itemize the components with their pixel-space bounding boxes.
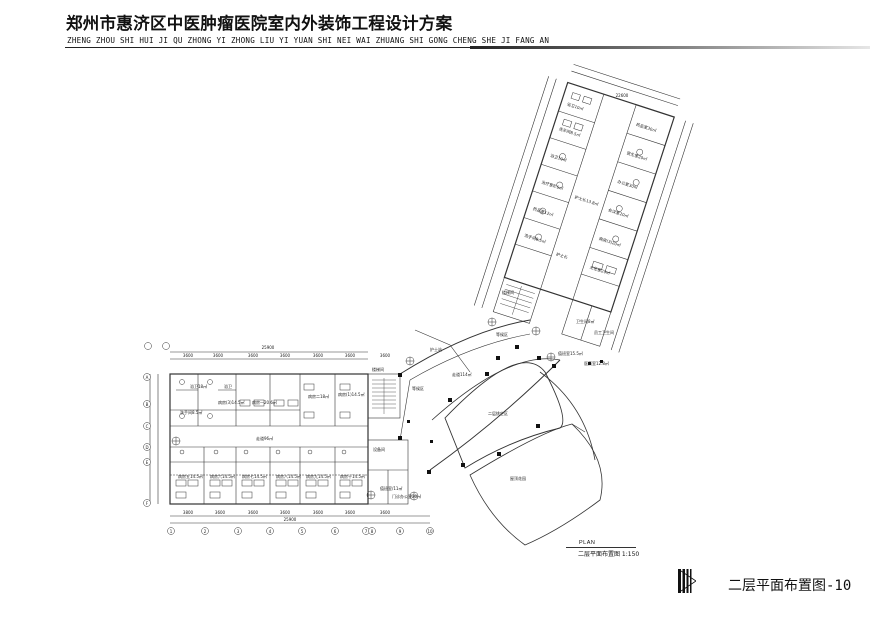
- wing-room-label: 护士长13.8㎡: [574, 193, 600, 206]
- room-toilet: 卫生间8㎡: [576, 318, 595, 324]
- document-title-pinyin: ZHENG ZHOU SHI HUI JI QU ZHONG YI ZHONG …: [67, 36, 550, 45]
- header-gradient-rule: [470, 46, 870, 49]
- ward-label: 病房十14.5㎡: [340, 473, 365, 479]
- axis-label: 5: [301, 529, 304, 534]
- wing-room-label: 洗手间8.5㎡: [524, 232, 547, 245]
- dimension-total-wing: 22600: [616, 93, 629, 98]
- room-stair-mid: 楼梯间: [372, 366, 384, 372]
- ward-label: 病房二18㎡: [308, 393, 329, 399]
- structural-columns: [398, 345, 603, 474]
- room-stair-right: 楼梯间: [502, 289, 514, 295]
- dimension-span: 3600: [213, 353, 224, 358]
- dimension-total-bottom: 25900: [284, 517, 297, 522]
- dimension-span: 3600: [345, 353, 356, 358]
- dimension-span: 3600: [280, 510, 291, 515]
- plan-caption-rule: [566, 547, 636, 548]
- ward-label: 病房七14.5㎡: [242, 473, 267, 479]
- header-rule: [65, 47, 470, 48]
- ward-label: 病房九14.5㎡: [306, 473, 331, 479]
- room-atrium: 二层挑空区: [488, 410, 508, 416]
- room-clinic: 医药室12.8㎡: [584, 360, 609, 366]
- dimension-span: 3800: [183, 510, 194, 515]
- ward-label: 病房五14.5㎡: [178, 473, 203, 479]
- axis-labels-left: A B C D E F: [145, 375, 148, 506]
- wing-room-label: 会议室20㎡: [608, 206, 630, 218]
- axis-label: 2: [204, 529, 207, 534]
- left-wing: [149, 351, 430, 524]
- dimension-span: 3600: [380, 510, 391, 515]
- room-corridor-left: 走道96㎡: [256, 435, 273, 441]
- wing-room-label: 浴卫10㎡: [566, 100, 584, 111]
- dimension-span: 3600: [183, 353, 194, 358]
- room-staff-toilet: 员工卫生间: [594, 329, 614, 335]
- central-connector: [399, 319, 603, 546]
- ward-label: 洗手间8.5㎡: [180, 409, 202, 415]
- ward-label: 病房一20.6㎡: [252, 399, 277, 405]
- dimension-span: 3600: [248, 510, 259, 515]
- ward-label: 病房(3)14.5㎡: [218, 399, 245, 405]
- dimension-span: 3600: [248, 353, 259, 358]
- drawing-logo-icon: [678, 569, 696, 593]
- axis-bubbles-bottom: [144, 342, 434, 535]
- wing-room-label: 护士长: [555, 250, 568, 259]
- axis-label: 10: [427, 529, 433, 534]
- axis-label: 9: [399, 529, 402, 534]
- wing-room-label: 浴卫10㎡: [550, 152, 568, 163]
- room-office: 门诊办公室20㎡: [392, 493, 421, 499]
- room-roof-garden: 屋顶花园: [510, 475, 526, 481]
- room-duty: 值班室/11㎡: [380, 485, 402, 491]
- ward-label: 浴卫: [224, 383, 232, 389]
- axis-label: E: [146, 460, 149, 465]
- axis-label: 4: [269, 529, 272, 534]
- axis-label: 1: [170, 529, 173, 534]
- dimension-span: 3600: [313, 353, 324, 358]
- dimension-texts: 25900 3600 3600 3600 3600 3600 3600 3600…: [183, 93, 629, 522]
- axis-label: 8: [371, 529, 374, 534]
- document-title: 郑州市惠济区中医肿瘤医院室内外装饰工程设计方案: [66, 14, 453, 33]
- plant-symbols: [171, 317, 556, 501]
- plan-caption-word: PLAN: [579, 540, 596, 546]
- room-labels: 楼梯间 楼梯间 等候区 等候区 护士站 走道114㎡ 二层挑空区 屋顶花园 走道…: [178, 289, 614, 499]
- axis-label: C: [146, 424, 149, 429]
- dimension-span: 3600: [280, 353, 291, 358]
- drawing-number: 二层平面布置图-10: [728, 578, 852, 594]
- dimension-span: 3600: [345, 510, 356, 515]
- axis-label: 6: [334, 529, 337, 534]
- ward-label: 病房六14.5㎡: [210, 473, 235, 479]
- dimension-total-top: 25900: [262, 345, 275, 350]
- room-waiting: 等候区: [412, 385, 424, 391]
- ward-label: 浴卫18㎡: [190, 383, 207, 389]
- axis-label: 7: [365, 529, 368, 534]
- room-equip: 设备间: [373, 446, 385, 452]
- wing-room-label: 病房(3)20㎡: [598, 235, 622, 248]
- dimension-span: 3600: [313, 510, 324, 515]
- axis-label: B: [146, 402, 149, 407]
- room-corridor: 走道114㎡: [452, 371, 472, 377]
- room-nurse: 护士站: [430, 346, 442, 352]
- axis-labels-bottom: 1 2 3 4 5 6 7 8 9 10: [170, 529, 433, 534]
- axis-label: A: [146, 375, 149, 380]
- wing-room-label: 药品室12㎡: [532, 205, 554, 217]
- wing-room-label: 主任室20㎡: [589, 263, 611, 275]
- wing-room-label: 治疗室8.5㎡: [541, 178, 564, 191]
- axis-label: 3: [237, 529, 240, 534]
- axis-bubbles-left: [143, 373, 151, 507]
- northeast-wing: [473, 64, 694, 353]
- room-duty-right: 值班室15.5㎡: [558, 350, 583, 356]
- dimension-span: 3600: [380, 353, 391, 358]
- axis-label: D: [145, 445, 148, 450]
- plan-caption: 二层平面布置图 1:150: [578, 551, 640, 558]
- ward-label: 病房(1)14.5㎡: [338, 391, 365, 397]
- ward-label: 病房八14.5㎡: [276, 473, 301, 479]
- wing-room-label: 药品室30㎡: [635, 121, 657, 133]
- room-waiting: 等候区: [496, 331, 508, 337]
- axis-label: F: [146, 501, 149, 506]
- dimension-span: 3600: [215, 510, 226, 515]
